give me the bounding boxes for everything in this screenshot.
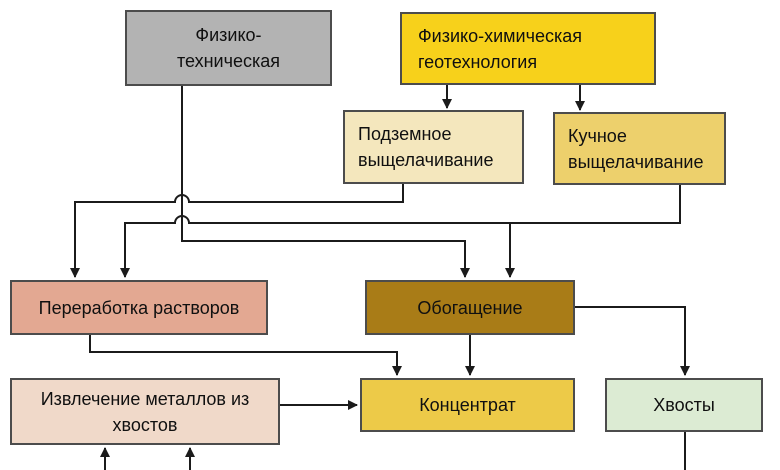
- node-podzemnoe-vyshchelachivanie: Подземное выщелачивание: [343, 110, 524, 184]
- node-label-line: Физико-: [195, 25, 262, 45]
- node-label-line: Кучное: [568, 125, 627, 146]
- node-label-line: выщелачивание: [358, 150, 494, 170]
- node-label-line: Подземное: [358, 124, 452, 144]
- node-label: Концентрат: [419, 395, 516, 415]
- node-label: Переработка растворов: [38, 297, 240, 318]
- node-label: Хвосты: [653, 395, 715, 415]
- edge-group: [70, 85, 690, 470]
- edge-obogashchenie-to-hvosty: [575, 306, 690, 376]
- node-label-line: Физико-химическая: [418, 25, 583, 46]
- node-pererabotka-rastvorov: Переработка растворов: [10, 280, 268, 335]
- node-obogashchenie: Обогащение: [365, 280, 575, 335]
- edge-pererabotka-to-koncentrat: [89, 335, 402, 376]
- node-kuchnoe-vyshchelachivanie: Кучное выщелачивание: [553, 112, 726, 185]
- node-hvosty: Хвосты: [605, 378, 763, 432]
- node-izvlechenie-metallov-iz-hvostov: Извлечение металлов из хвостов: [10, 378, 280, 445]
- node-label-line: геотехнология: [418, 51, 538, 72]
- node-label-line: хвостов: [112, 414, 178, 435]
- node-label: Обогащение: [417, 297, 523, 318]
- node-label-line: Извлечение металлов из: [40, 388, 250, 409]
- node-fiziko-himicheskaya-geotekhnologiya: Физико-химическая геотехнология: [400, 12, 656, 85]
- node-koncentrat: Концентрат: [360, 378, 575, 432]
- node-label-line: выщелачивание: [568, 151, 704, 172]
- node-fiziko-tekhnicheskaya: Физико- техническая: [125, 10, 332, 86]
- node-label-line: техническая: [176, 51, 281, 71]
- edge-fiztech-to-obogashchenie: [181, 86, 470, 278]
